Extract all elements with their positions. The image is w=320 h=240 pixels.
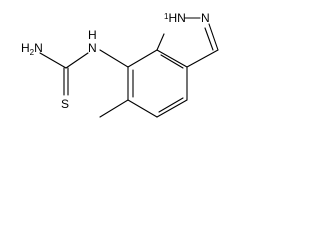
atom-h2n-label: H2N: [21, 41, 43, 57]
bond-c-nh: [65, 52, 89, 69]
bond-c6-methyl: [99, 99, 129, 118]
atom-nh-n-label: N: [88, 41, 97, 55]
bond-n2-c3: [208, 23, 219, 51]
atom-s-label: S: [61, 97, 69, 111]
atom-nh-h-label: H: [88, 28, 97, 42]
bond-c7-c7a: [127, 49, 158, 68]
bond-nh-c7: [99, 49, 129, 68]
bond-c4-c5: [156, 99, 188, 118]
bond-c5-c6: [127, 99, 158, 118]
chemical-structure: H2N S N H 1HN N: [21, 11, 219, 118]
bond-c7a-c3a: [156, 49, 188, 68]
atom-n2-label: N: [201, 11, 210, 25]
bond-c3-c3a: [186, 49, 219, 68]
bonds: [39, 17, 219, 118]
atom-n1-label: 1HN: [164, 11, 186, 25]
bond-n2-c3-double: [204, 27, 214, 51]
bond-inner-2: [160, 54, 184, 69]
bond-inner-3: [158, 97, 184, 113]
bond-c7a-n1: [156, 33, 165, 51]
bond-c-nh2: [39, 52, 67, 69]
atom-labels: H2N S N H 1HN N: [21, 11, 210, 111]
